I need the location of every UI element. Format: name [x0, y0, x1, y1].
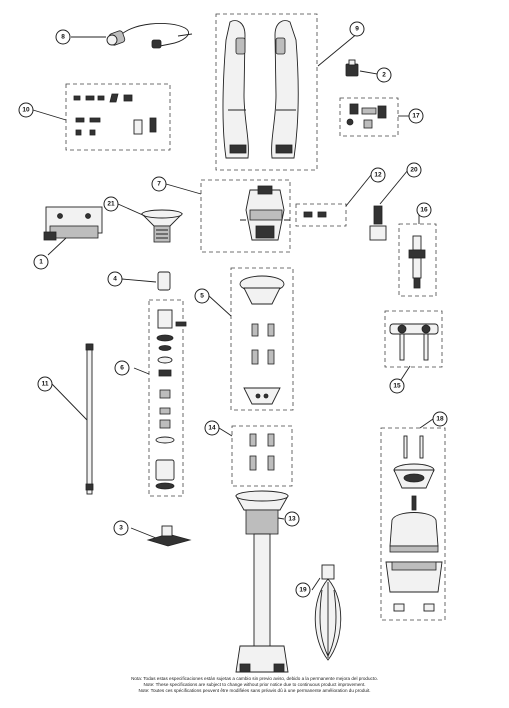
- callout-label: 21: [107, 201, 115, 208]
- callout-label: 6: [120, 365, 124, 372]
- disclaimer-notes: Nota: Todas estas especificaciones están…: [60, 676, 449, 695]
- callout-2: 2: [376, 67, 392, 83]
- note-english: Note: These specifications are subject t…: [143, 682, 366, 688]
- switch-part: [345, 59, 359, 77]
- callout-7: 7: [151, 176, 167, 192]
- callout-4: 4: [107, 271, 123, 287]
- whisk-group-box: [380, 427, 446, 621]
- screws-kit-box: [65, 83, 171, 151]
- drive-shaft-part: [408, 235, 426, 289]
- callout-11: 11: [37, 376, 53, 392]
- callout-14: 14: [204, 420, 220, 436]
- callout-13: 13: [284, 511, 300, 527]
- switch-assembly-box: [339, 97, 399, 137]
- screws-kit-part: [73, 93, 157, 136]
- callout-20: 20: [406, 162, 422, 178]
- callout-18: 18: [432, 411, 448, 427]
- callout-label: 8: [61, 34, 65, 41]
- seals-stack-part: [155, 309, 187, 490]
- callout-label: 10: [22, 107, 30, 114]
- callout-9: 9: [349, 21, 365, 37]
- motor-part: [240, 185, 290, 241]
- callout-10: 10: [18, 102, 34, 118]
- note-french: Note: Toutes ces spécifications peuvent …: [138, 688, 371, 694]
- seals-stack-box: [148, 299, 184, 497]
- callout-label: 20: [410, 167, 418, 174]
- blade-part: [146, 525, 192, 547]
- callout-6: 6: [114, 360, 130, 376]
- adapter-cup-part: [140, 209, 184, 243]
- power-cord-part: [106, 23, 193, 49]
- callout-label: 12: [374, 172, 382, 179]
- bearings-part: [249, 433, 275, 471]
- wall-bracket-part: [43, 206, 103, 241]
- gear-assembly-part: [389, 323, 439, 361]
- brushes-box: [295, 203, 347, 227]
- callout-label: 18: [436, 416, 444, 423]
- callout-8: 8: [55, 29, 71, 45]
- drive-shaft-box: [398, 223, 437, 297]
- callout-16: 16: [416, 202, 432, 218]
- callout-15: 15: [389, 378, 405, 394]
- callout-label: 19: [299, 587, 307, 594]
- callout-19: 19: [295, 582, 311, 598]
- callout-17: 17: [408, 108, 424, 124]
- callout-label: 7: [157, 181, 161, 188]
- brushes-part: [303, 211, 327, 218]
- callout-label: 9: [355, 26, 359, 33]
- coupling-part: [157, 271, 171, 291]
- callout-label: 13: [288, 516, 296, 523]
- callout-21: 21: [103, 196, 119, 212]
- whisk-group-part: [385, 435, 443, 612]
- callout-5: 5: [194, 288, 210, 304]
- bearings-box: [231, 425, 293, 487]
- switch-assembly-part: [346, 103, 387, 129]
- callout-label: 1: [39, 259, 43, 266]
- gear-assembly-box: [384, 310, 443, 368]
- note-spanish: Nota: Todas estas especificaciones están…: [131, 676, 378, 681]
- callout-label: 4: [113, 276, 117, 283]
- gearbox-part: [239, 275, 285, 405]
- callout-12: 12: [370, 167, 386, 183]
- housing-shells-part: [222, 20, 299, 159]
- callout-label: 2: [382, 72, 386, 79]
- callout-3: 3: [113, 520, 129, 536]
- gearbox-box: [230, 267, 294, 411]
- callout-label: 17: [412, 113, 420, 120]
- callout-label: 14: [208, 425, 216, 432]
- callout-1: 1: [33, 254, 49, 270]
- callout-label: 16: [420, 207, 428, 214]
- motor-group-box: [200, 179, 291, 253]
- callout-label: 11: [42, 381, 49, 388]
- callout-label: 5: [200, 293, 204, 300]
- whisk-head-part: [314, 564, 342, 661]
- blender-foot-part: [235, 490, 289, 673]
- callout-label: 3: [119, 525, 123, 532]
- capacitor-part: [369, 205, 387, 241]
- long-shaft-part: [85, 343, 94, 495]
- callout-label: 15: [393, 383, 401, 390]
- housing-group-box: [215, 13, 318, 171]
